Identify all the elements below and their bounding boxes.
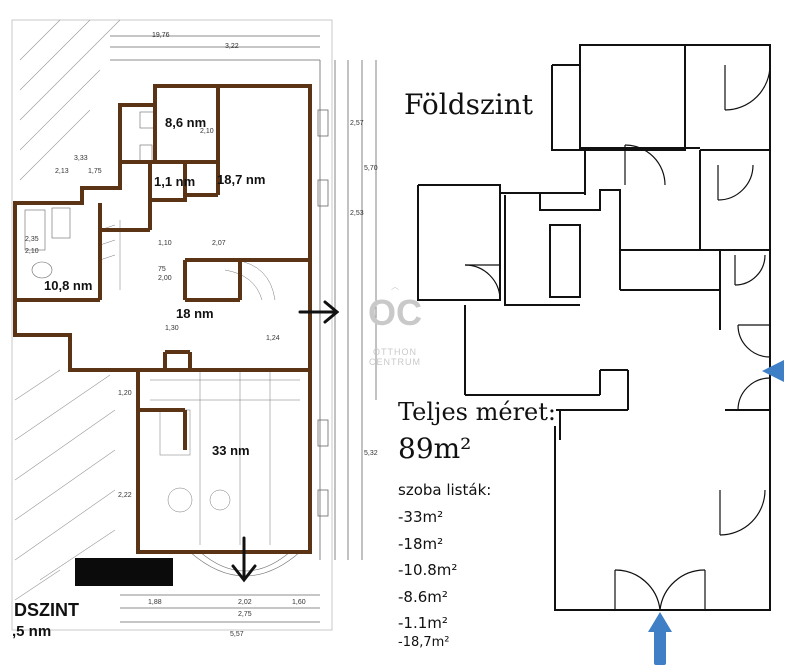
room-label-10-8: 10,8 nm — [44, 278, 93, 293]
room-label-18-7: 18,7 nm — [217, 172, 266, 187]
room-label-33: 33 nm — [212, 443, 250, 458]
watermark-line1: OTTHON — [373, 347, 417, 357]
entrance-arrows-left — [231, 300, 340, 583]
room-label-1-1: 1,1 nm — [154, 174, 196, 189]
dim-label: 2,02 — [238, 599, 252, 606]
area-label: ,5 nm — [12, 623, 52, 640]
dim-label: 1,24 — [266, 335, 280, 342]
room-label-18: 18 nm — [176, 306, 214, 321]
room-list-item: -18m² — [398, 535, 444, 553]
watermark-line2: CENTRUM — [369, 357, 421, 367]
entrance-arrows-right — [648, 360, 784, 665]
right-plan-doors — [464, 64, 771, 611]
room-label-8-6: 8,6 nm — [165, 115, 207, 130]
dim-label: 2,10 — [200, 128, 214, 135]
dim-label: 19,76 — [152, 32, 170, 39]
dim-label: 3,33 — [74, 155, 88, 162]
dim-label: 1,30 — [165, 325, 179, 332]
floor-label: DSZINT — [14, 600, 79, 620]
dim-label: 2,10 — [25, 248, 39, 255]
dim-label: 3,22 — [225, 43, 239, 50]
dim-label: 75 — [158, 266, 166, 273]
watermark-logo: ︿ OC OTTHON CENTRUM — [360, 283, 430, 393]
size-label: Teljes méret: — [398, 398, 556, 426]
dim-label: 1,88 — [148, 599, 162, 606]
dim-label: 1,20 — [118, 390, 132, 397]
dim-label: 5,32 — [364, 450, 378, 457]
dim-label: 1,60 — [292, 599, 306, 606]
dim-label: 5,70 — [364, 165, 378, 172]
dim-label: 2,13 — [55, 168, 69, 175]
dim-label: 2,07 — [212, 240, 226, 247]
room-list-item: -10.8m² — [398, 561, 458, 579]
room-list-item: -8.6m² — [398, 588, 448, 606]
room-list-item: -1.1m² — [398, 614, 448, 632]
dim-label: 1,75 — [88, 168, 102, 175]
room-list-item: -33m² — [398, 508, 444, 526]
size-value: 89m² — [398, 432, 472, 465]
dim-label: 5,57 — [230, 631, 244, 638]
room-list-title: szoba listák: — [398, 481, 492, 499]
dim-label: 2,53 — [350, 210, 364, 217]
dim-label: 2,35 — [25, 236, 39, 243]
dim-label: 2,75 — [238, 611, 252, 618]
left-architectural-plan — [11, 19, 377, 631]
brown-room-outlines — [13, 84, 312, 554]
dim-label: 2,57 — [350, 120, 364, 127]
right-simple-plan — [417, 44, 771, 611]
redaction-bar — [75, 558, 173, 586]
floor-title: Földszint — [404, 88, 533, 121]
dim-label: 2,22 — [118, 492, 132, 499]
dim-label: 2,00 — [158, 275, 172, 282]
room-list-item: -18,7m² — [398, 635, 450, 650]
watermark-letters: OC — [368, 292, 422, 333]
dim-label: 1,10 — [158, 240, 172, 247]
